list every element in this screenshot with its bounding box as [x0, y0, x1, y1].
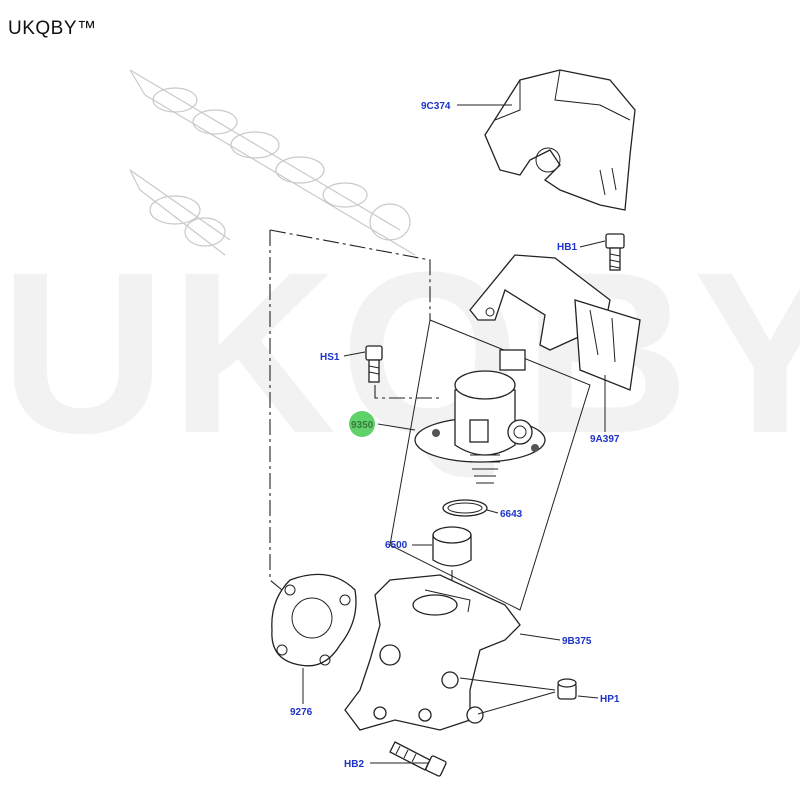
callout-hp1: HP1 [600, 694, 620, 705]
leader-hs1 [343, 351, 366, 357]
callout-6643: 6643 [500, 509, 523, 520]
bolt-hb2 [389, 741, 447, 777]
callout-hs1: HS1 [320, 352, 340, 363]
gasket-9276 [271, 573, 357, 667]
callout-hb2: HB2 [344, 759, 364, 770]
o-ring-6643 [442, 499, 488, 517]
highlight-marker [349, 411, 375, 437]
brand-label: UKQBY™ [8, 18, 97, 39]
bolt-hb1 [605, 233, 625, 271]
tappet-6500 [432, 526, 472, 567]
leader-9b375 [519, 633, 561, 641]
leader-9350 [377, 423, 416, 431]
bolt-hs1 [365, 345, 383, 383]
hs1-axis [374, 385, 440, 399]
callout-6500: 6500 [385, 540, 408, 551]
cover-9c374 [484, 69, 636, 211]
housing-9b375 [344, 574, 521, 731]
plug-hp1 [557, 678, 577, 700]
bracket-9a397 [469, 254, 641, 391]
callout-9276: 9276 [290, 707, 313, 718]
fuel-pump-9350 [414, 349, 546, 484]
leader-hp1 [459, 677, 599, 715]
leader-hb1 [579, 240, 606, 248]
leader-6643 [486, 509, 499, 514]
callout-9a397: 9A397 [590, 434, 620, 445]
callout-9c374: 9C374 [421, 101, 451, 112]
pump-group-box [389, 319, 591, 611]
callout-9350: 9350 [351, 420, 374, 431]
camshaft-ghost [129, 69, 416, 256]
callout-9b375: 9B375 [562, 636, 592, 647]
callout-hb1: HB1 [557, 242, 577, 253]
